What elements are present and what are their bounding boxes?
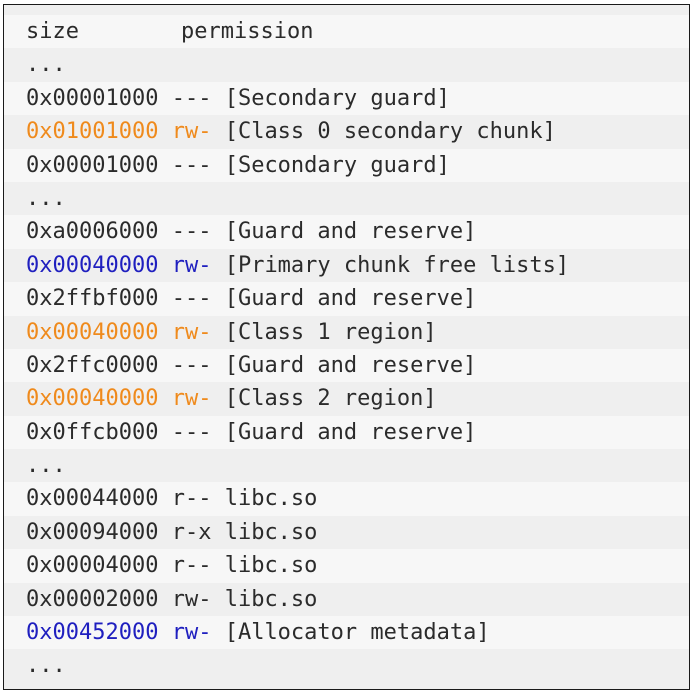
mapping-row: 0x00094000 r-x libc.so — [4, 516, 689, 549]
mapping-size: 0xa0006000 — [26, 219, 159, 245]
mapping-size: 0x00094000 — [26, 519, 159, 545]
mapping-size: 0x2ffc0000 — [26, 352, 159, 378]
mapping-permission: r-- — [171, 486, 212, 512]
mapping-size: 0x00040000 — [26, 252, 159, 278]
mapping-row: 0x2ffc0000 --- [Guard and reserve] — [4, 348, 689, 383]
mapping-permission: --- — [171, 152, 212, 178]
mapping-description: [Class 0 secondary chunk] — [224, 119, 556, 145]
mapping-description: [Guard and reserve] — [224, 352, 477, 378]
mapping-size: 0x01001000 — [26, 119, 159, 145]
mapping-description: [Guard and reserve] — [224, 419, 477, 445]
mapping-row: 0x00040000 rw- [Primary chunk free lists… — [4, 249, 689, 282]
mapping-size: 0x00001000 — [26, 85, 159, 111]
mapping-description: [Guard and reserve] — [224, 219, 477, 245]
mapping-row: 0x00004000 r-- libc.so — [4, 549, 689, 583]
mapping-permission: rw- — [171, 252, 212, 278]
mapping-description: [Guard and reserve] — [224, 286, 477, 312]
mapping-permission: --- — [171, 419, 212, 445]
mapping-row: 0x2ffbf000 --- [Guard and reserve] — [4, 282, 689, 316]
ellipsis-text: ... — [26, 185, 66, 211]
mapping-description: libc.so — [224, 586, 318, 612]
mapping-size: 0x00452000 — [26, 620, 159, 646]
mapping-permission: rw- — [171, 119, 212, 145]
header-permission: permission — [181, 19, 314, 44]
ellipsis-row: ... — [4, 449, 689, 482]
mapping-row: 0x00001000 --- [Secondary guard] — [4, 148, 689, 182]
ellipsis-text: ... — [26, 653, 66, 679]
ellipsis-row: ... — [4, 649, 689, 682]
mapping-size: 0x00040000 — [26, 386, 159, 412]
mapping-size: 0x00040000 — [26, 319, 159, 345]
mapping-description: [Allocator metadata] — [224, 620, 490, 646]
mapping-size: 0x0ffcb000 — [26, 419, 159, 445]
rows-container: ...0x00001000 --- [Secondary guard]0x010… — [4, 48, 689, 682]
mapping-permission: rw- — [171, 620, 212, 646]
mapping-row: 0x00040000 rw- [Class 2 region] — [4, 382, 689, 415]
mapping-permission: r-x — [171, 519, 212, 545]
ellipsis-row: ... — [4, 48, 689, 81]
ellipsis-text: ... — [26, 453, 66, 479]
mapping-row: 0x00002000 rw- libc.so — [4, 583, 689, 616]
mapping-description: [Primary chunk free lists] — [224, 252, 570, 278]
mapping-permission: --- — [171, 85, 212, 111]
mapping-row: 0x00044000 r-- libc.so — [4, 482, 689, 516]
mapping-description: libc.so — [224, 519, 318, 545]
header-row: size permission — [4, 15, 689, 49]
mapping-permission: rw- — [171, 319, 212, 345]
mapping-permission: rw- — [171, 586, 212, 612]
memory-map-listing: size permission ... 0x00001000 --- [Second… — [3, 4, 690, 690]
mapping-size: 0x00001000 — [26, 152, 159, 178]
mapping-row: 0x00452000 rw- [Allocator metadata] — [4, 616, 689, 650]
mapping-description: libc.so — [224, 486, 318, 512]
mapping-description: [Class 2 region] — [224, 386, 437, 412]
mapping-description: [Secondary guard] — [224, 152, 450, 178]
mapping-permission: --- — [171, 352, 212, 378]
mapping-size: 0x00002000 — [26, 586, 159, 612]
mapping-row: 0x0ffcb000 --- [Guard and reserve] — [4, 415, 689, 450]
mapping-size: 0x00004000 — [26, 553, 159, 579]
mapping-description: [Class 1 region] — [224, 319, 437, 345]
mapping-size: 0x2ffbf000 — [26, 286, 159, 312]
mapping-description: libc.so — [224, 553, 318, 579]
mapping-row: 0xa0006000 --- [Guard and reserve] — [4, 215, 689, 249]
mapping-permission: r-- — [171, 553, 212, 579]
mapping-row: 0x00040000 rw- [Class 1 region] — [4, 316, 689, 349]
mapping-row: 0x00001000 --- [Secondary guard] — [4, 81, 689, 116]
mapping-description: [Secondary guard] — [224, 85, 450, 111]
ellipsis-row: ... — [4, 182, 689, 215]
header-size: size — [26, 19, 79, 44]
mapping-size: 0x00044000 — [26, 486, 159, 512]
mapping-permission: --- — [171, 286, 212, 312]
ellipsis-text: ... — [26, 52, 66, 78]
mapping-permission: rw- — [171, 386, 212, 412]
mapping-row: 0x01001000 rw- [Class 0 secondary chunk] — [4, 115, 689, 148]
mapping-permission: --- — [171, 219, 212, 245]
